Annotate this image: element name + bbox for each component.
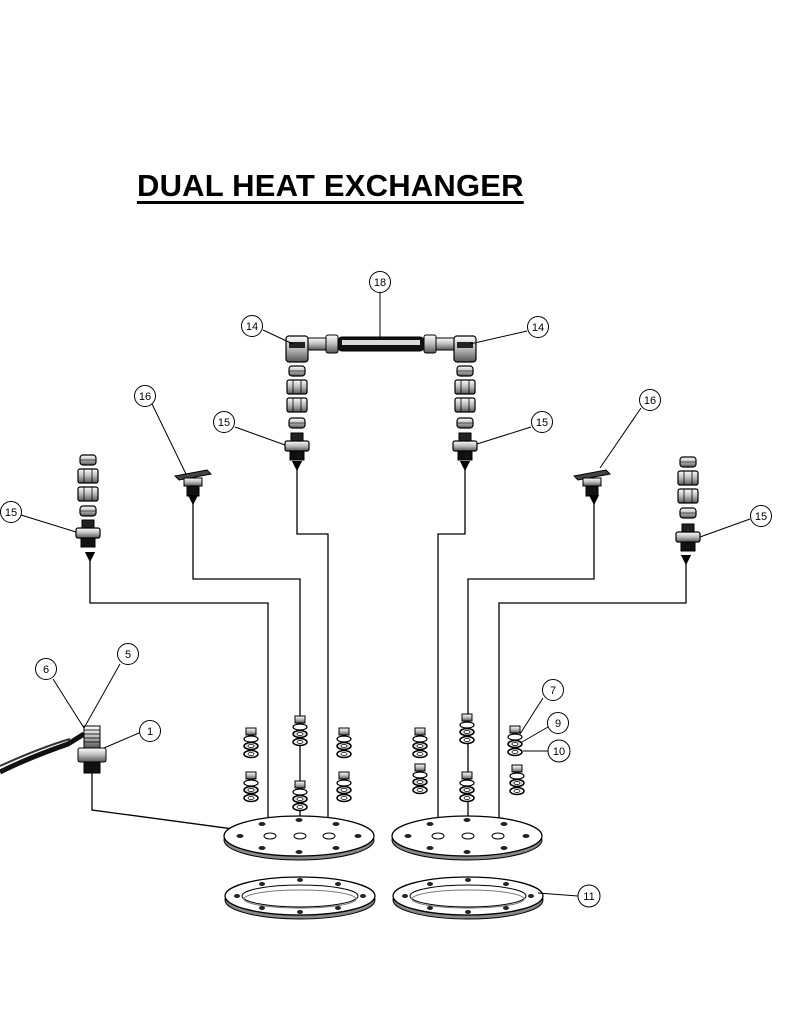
svg-text:16: 16 <box>644 395 656 407</box>
svg-text:15: 15 <box>5 507 17 519</box>
flange-right <box>391 815 543 861</box>
gasket-left <box>224 876 376 920</box>
svg-text:14: 14 <box>246 321 258 333</box>
valve-left <box>174 469 212 497</box>
callout-14-left: 14 <box>241 315 263 337</box>
svg-text:16: 16 <box>139 391 151 403</box>
callout-7: 7 <box>542 679 564 701</box>
callout-16-left: 16 <box>134 385 156 407</box>
outer-left-fitting-stack <box>75 454 101 548</box>
svg-text:6: 6 <box>43 664 49 676</box>
callout-16-right: 16 <box>639 389 661 411</box>
svg-text:1: 1 <box>147 726 153 738</box>
svg-text:9: 9 <box>555 718 561 730</box>
svg-text:15: 15 <box>536 417 548 429</box>
svg-text:15: 15 <box>755 511 767 523</box>
valve-right <box>573 469 611 497</box>
svg-text:10: 10 <box>553 746 565 758</box>
callout-5: 5 <box>117 643 139 665</box>
outer-right-fitting-stack <box>675 456 701 552</box>
temperature-sensor <box>0 725 107 775</box>
callout-15-inner-left: 15 <box>213 411 235 433</box>
gasket-right <box>392 876 544 920</box>
callout-15-outer-left: 15 <box>0 501 22 523</box>
elbow-fitting-right <box>453 335 477 363</box>
svg-text:5: 5 <box>125 649 131 661</box>
svg-text:7: 7 <box>550 685 556 697</box>
callout-11: 11 <box>577 884 601 908</box>
callout-9: 9 <box>547 712 569 734</box>
inner-left-fitting-stack <box>284 365 310 461</box>
callout-15-outer-right: 15 <box>750 505 772 527</box>
svg-text:11: 11 <box>583 891 594 903</box>
inner-right-fitting-stack <box>452 365 478 461</box>
callout-10: 10 <box>547 739 571 763</box>
svg-text:14: 14 <box>532 322 544 334</box>
callout-14-right: 14 <box>527 316 549 338</box>
callout-leaders <box>20 292 751 897</box>
flange-left <box>223 815 375 861</box>
callout-6: 6 <box>35 658 57 680</box>
callout-18: 18 <box>369 271 391 293</box>
page-title: DUAL HEAT EXCHANGER <box>137 168 524 203</box>
callout-1: 1 <box>139 720 161 742</box>
bolt-washer-stacks <box>243 713 525 812</box>
callout-15-inner-right: 15 <box>531 411 553 433</box>
assembly-arrows <box>84 460 692 839</box>
elbow-fitting-left <box>285 335 309 363</box>
svg-text:15: 15 <box>218 417 230 429</box>
crossover-pipe <box>307 334 455 354</box>
svg-text:18: 18 <box>374 277 386 289</box>
